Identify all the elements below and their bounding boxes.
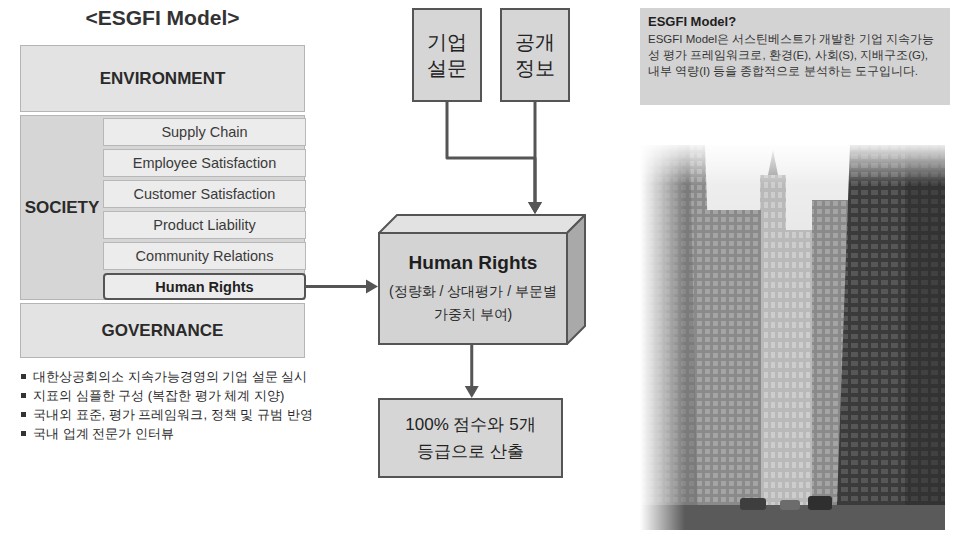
node-title: Human Rights	[155, 279, 253, 295]
node-title: 기업 설문	[418, 29, 476, 81]
node-title: ESGFI Model?	[648, 14, 736, 29]
connector-line	[306, 285, 368, 288]
diagram-title: <ESGFI Model>	[20, 6, 305, 30]
node-title: Employee Satisfaction	[133, 155, 276, 171]
source-box: 기업 설문	[412, 8, 482, 102]
connector-arrow	[306, 280, 378, 294]
node-title: SOCIETY	[25, 198, 100, 218]
connector-line	[447, 102, 535, 204]
result-box: 100% 점수와 5개 등급으로 산출	[378, 398, 563, 478]
source-box: 공개 정보	[500, 8, 570, 102]
connector-arrow	[447, 102, 542, 214]
node-title: Human Rights	[409, 252, 538, 274]
node-title: Supply Chain	[161, 124, 247, 140]
cube-faces	[378, 214, 590, 349]
connector-arrow	[465, 345, 479, 398]
bullet-note: 지표의 심플한 구성 (복잡한 평가 체계 지양)	[20, 387, 315, 405]
cube-side-face	[567, 215, 585, 344]
bullet-note: 국내 업계 전문가 인터뷰	[20, 425, 315, 443]
process-cube: Human Rights (정량화 / 상대평가 / 부문별 가중치 부여)	[378, 232, 568, 345]
category-box: Customer Satisfaction	[103, 180, 306, 208]
node-title: GOVERNANCE	[102, 321, 224, 341]
arrow-head	[528, 202, 542, 214]
connector-line	[470, 345, 473, 388]
arrow-head	[465, 386, 479, 398]
highlighted-category: Human Rights	[103, 273, 306, 300]
category-box: Employee Satisfaction	[103, 149, 306, 177]
node-body: ESGFI Model은 서스틴베스트가 개발한 기업 지속가능성 평가 프레임…	[648, 32, 942, 80]
pillar-band: ENVIRONMENT	[20, 45, 305, 112]
node-title: Community Relations	[136, 248, 274, 264]
pillar-group: SOCIETY Supply ChainEmployee Satisfaction…	[20, 115, 305, 300]
city-skyline	[640, 145, 945, 530]
group-label-area: SOCIETY	[21, 116, 103, 299]
info-box: ESGFI Model? ESGFI Model은 서스틴베스트가 개발한 기업 …	[640, 8, 950, 105]
category-box: Supply Chain	[103, 118, 306, 146]
node-title: ENVIRONMENT	[100, 69, 226, 89]
category-box: Community Relations	[103, 242, 306, 270]
cube-top-face	[379, 215, 585, 233]
node-body: (정량화 / 상대평가 / 부문별 가중치 부여)	[388, 280, 558, 325]
category-box: Product Liability	[103, 211, 306, 239]
node-title: Product Liability	[153, 217, 255, 233]
bullet-note: 국내외 표준, 평가 프레임워크, 정책 및 규범 반영	[20, 406, 315, 424]
pillar-band: GOVERNANCE	[20, 303, 305, 358]
connector-line	[534, 102, 537, 204]
connector-arrow	[528, 102, 542, 214]
node-title: 공개 정보	[506, 29, 564, 81]
bullet-note: 대한상공회의소 지속가능경영의 기업 설문 실시	[20, 368, 315, 386]
bullet-list: 대한상공회의소 지속가능경영의 기업 설문 실시지표의 심플한 구성 (복잡한 …	[20, 368, 315, 444]
node-title: Customer Satisfaction	[134, 186, 276, 202]
arrow-head	[528, 202, 542, 214]
node-title: 100% 점수와 5개 등급으로 산출	[398, 411, 543, 465]
arrow-head	[366, 280, 378, 294]
